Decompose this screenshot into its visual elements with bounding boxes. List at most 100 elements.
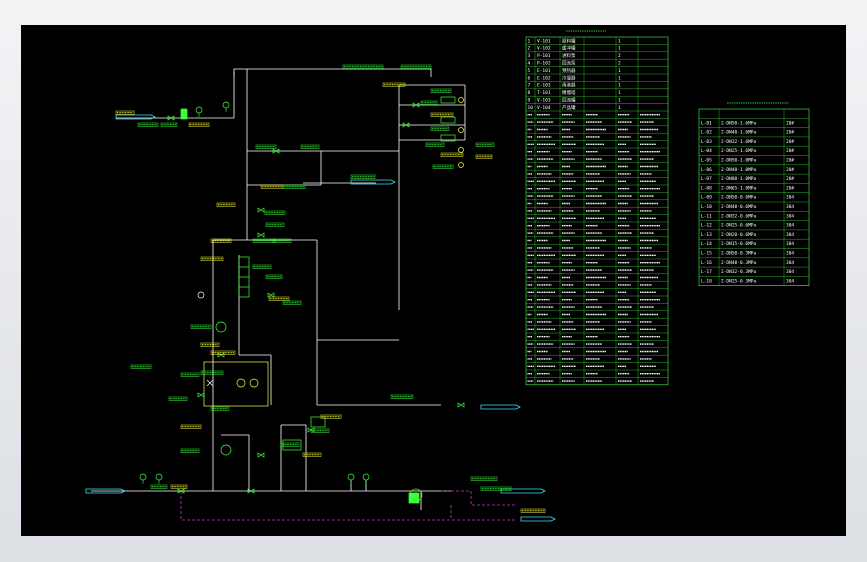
table-cell-qty: 1 [618,38,621,44]
tag-box [252,238,276,243]
line-cell-id: L-09 [701,195,712,201]
table-cell-qty: 2 [618,61,621,67]
table-cell-tag: E-103 [537,83,551,89]
tag-box [200,370,224,375]
line-cell-mat: 20# [786,158,794,164]
line-cell-mat: 304 [786,260,794,266]
tag-box [264,210,286,215]
line-cell-mat: 20# [786,167,794,173]
line-cell-spec: 2-DN50-1.0MPa [721,158,757,164]
line-cell-mat: 304 [786,241,794,247]
table-cell-desc: 预热器 [562,67,576,74]
tag-box [190,324,212,329]
pid-drawing: 1V-101原料罐12V-102缓冲罐13P-101进料泵24P-102回流泵2… [85,30,810,522]
line-cell-spec: 2-DN65-1.0MPa [721,185,757,191]
tag-box [255,144,277,149]
line-cell-id: L-01 [701,120,712,126]
line-cell-spec: 2-DN25-0.6MPa [721,223,757,229]
tag-box [382,82,406,87]
tag-box [180,424,202,429]
tag-box [520,508,546,513]
table-cell-tag: V-102 [537,46,551,52]
line-cell-mat: 304 [786,278,794,284]
line-cell-spec: 2-DN50-0.6MPa [721,195,757,201]
line-cell-id: L-10 [701,204,712,210]
tag-box [160,122,178,127]
table-cell-no: 5 [528,68,531,74]
table-cell-tag: V-101 [537,38,551,44]
tag-box [300,144,320,149]
tag-box [272,238,292,243]
tag-box [440,152,464,157]
line-cell-mat: 20# [786,139,794,145]
tag-box [268,296,290,301]
tag-box [180,372,200,377]
line-cell-mat: 304 [786,269,794,275]
table-cell-no: 3 [528,53,531,59]
table-cell-qty: 1 [618,90,621,96]
line-cell-mat: 20# [786,185,794,191]
tag-labels [115,64,546,513]
line-cell-id: L-02 [701,130,712,136]
tag-box [282,184,306,189]
tag-box [180,448,200,453]
line-cell-spec: 2-DN32-0.3MPa [721,269,757,275]
tag-box [430,88,452,93]
table-cell-desc: 再沸器 [562,82,576,89]
line-cell-spec: 2-DN40-1.0MPa [721,167,757,173]
table-frame [525,36,669,386]
tag-box [302,452,322,457]
tag-box [420,100,438,105]
tag-box [216,202,236,207]
table-cell-desc: 精馏塔 [562,89,576,96]
line-cell-id: L-16 [701,260,712,266]
table-cell-qty: 2 [618,53,621,59]
line-cell-mat: 20# [786,120,794,126]
table-cell-qty: 1 [618,75,621,81]
table-cell-desc: 进料泵 [562,52,576,59]
equipment [180,96,456,504]
line-cell-mat: 304 [786,204,794,210]
table-cell-tag: T-101 [537,90,551,96]
instruments [139,97,464,485]
tag-box [260,184,284,189]
table-cell-no: 2 [528,46,531,52]
process-piping [91,68,466,510]
line-cell-id: L-17 [701,269,712,275]
tag-box [137,122,159,127]
table-cell-tag: E-102 [537,75,551,81]
valves [167,102,465,494]
tag-box [170,484,188,489]
table-cell-desc: 回流泵 [562,60,576,67]
line-cell-mat: 304 [786,251,794,257]
stream-arrows [85,114,556,522]
tag-box [470,476,498,481]
line-cell-id: L-11 [701,213,712,219]
table-cell-no: 4 [528,61,531,67]
table-cell-no: 10 [528,105,534,111]
table-cell-desc: 原料罐 [562,37,576,44]
tag-box [320,414,342,419]
tag-box [210,350,236,355]
table-frame [698,108,810,286]
line-cell-spec: 2-DN40-0.6MPa [721,204,757,210]
table-cell-qty: 1 [618,105,621,111]
line-cell-spec: 2-DN40-1.6MPa [721,130,757,136]
table-cell-no: 9 [528,98,531,104]
tag-box [480,486,512,491]
table-cell-tag: P-101 [537,53,551,59]
tag-box [400,64,432,69]
line-cell-id: L-18 [701,278,712,284]
table-cell-tag: P-102 [537,61,551,67]
line-cell-spec: 2-DN25-1.6MPa [721,148,757,154]
drain-piping [180,490,516,521]
table-cell-qty: 1 [618,68,621,74]
line-cell-id: L-07 [701,176,712,182]
table-cell-qty: 1 [618,46,621,52]
line-cell-mat: 20# [786,148,794,154]
tag-box [210,238,232,243]
